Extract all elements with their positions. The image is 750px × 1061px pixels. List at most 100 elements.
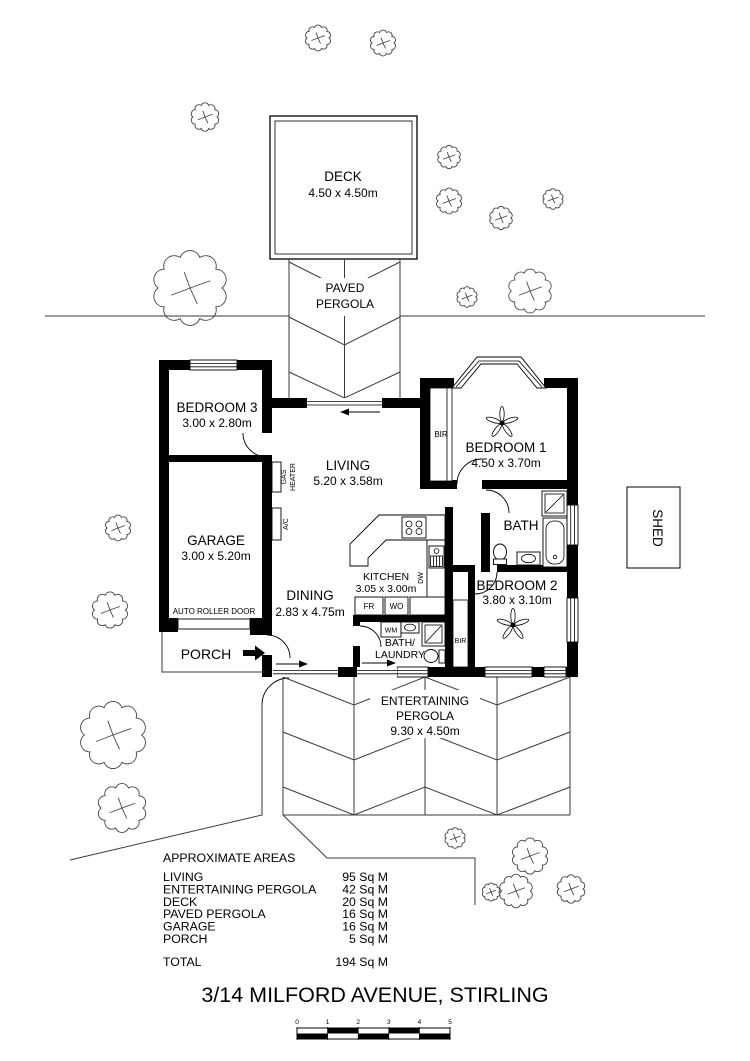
basin-icon xyxy=(516,551,541,566)
kitchen-label: KITCHEN xyxy=(363,571,409,583)
sink-icon xyxy=(428,545,445,569)
tree-icon xyxy=(508,268,552,314)
entry-arrow-icon xyxy=(243,645,265,661)
bedroom3-label: BEDROOM 3 xyxy=(176,400,257,415)
wall-oven-label: WO xyxy=(390,602,404,611)
gate-door-arc xyxy=(261,677,290,706)
ac-unit: A/C xyxy=(271,507,290,541)
bedroom2-label: BEDROOM 2 xyxy=(476,578,557,593)
kitchen-cabinet xyxy=(409,596,446,616)
window xyxy=(396,666,429,678)
bay-window xyxy=(451,356,547,389)
area-total-value: 194 Sq M xyxy=(335,955,388,969)
deck-label: DECK xyxy=(324,169,362,184)
gas-heater-label-1: GAS xyxy=(281,469,288,484)
area-row-value: 16 Sq M xyxy=(342,920,388,934)
areas-table: APPROXIMATE AREAS LIVING 95 Sq M ENTERTA… xyxy=(163,851,388,969)
entertaining-pergola-label-1: ENTERTAINING xyxy=(381,694,469,708)
site-boundary-lines xyxy=(45,315,705,905)
living-label: LIVING xyxy=(326,458,370,473)
tree-icon xyxy=(105,514,131,542)
sliding-door xyxy=(273,660,338,677)
bath-fixtures xyxy=(493,490,568,568)
scale-tick: 5 xyxy=(448,1019,452,1026)
scale-tick: 1 xyxy=(326,1019,330,1026)
ceiling-fan-icon xyxy=(485,406,519,437)
areas-table-title: APPROXIMATE AREAS xyxy=(163,851,295,865)
ac-label: A/C xyxy=(283,518,290,530)
tree-icon xyxy=(97,782,147,834)
bir-label: BIR xyxy=(455,638,467,645)
page-title: 3/14 MILFORD AVENUE, STIRLING xyxy=(201,983,548,1007)
tree-icon xyxy=(556,874,586,904)
tree-icon xyxy=(305,24,331,52)
paved-pergola: PAVED PERGOLA xyxy=(288,259,401,399)
area-row-label: ENTERTAINING PERGOLA xyxy=(163,882,317,896)
shed-label: SHED xyxy=(650,509,665,547)
tree-icon xyxy=(542,188,564,210)
tree-icon xyxy=(499,873,533,909)
bath-laundry-label-2: LAUNDRY xyxy=(375,649,425,661)
bathtub-icon xyxy=(542,517,568,568)
area-row-value: 95 Sq M xyxy=(342,870,388,884)
bath-label: BATH xyxy=(503,518,538,533)
house: BIR BIR AUTO ROLLER DOOR GAS HEATER A/C xyxy=(159,356,579,678)
tree-icon xyxy=(370,29,396,57)
garage-label: GARAGE xyxy=(187,533,245,548)
windows xyxy=(189,359,579,678)
area-total-label: TOTAL xyxy=(163,955,202,969)
bedroom1-door-arc xyxy=(456,458,483,485)
tree-icon xyxy=(91,591,129,629)
tree-icon xyxy=(152,249,228,327)
tree-icon xyxy=(444,827,466,849)
laundry-door-arc xyxy=(359,625,382,648)
scale-tick: 4 xyxy=(418,1019,422,1026)
window xyxy=(566,597,579,643)
gas-heater-label-2: HEATER xyxy=(290,463,297,491)
bedroom1-label: BEDROOM 1 xyxy=(465,440,546,455)
porch-label: PORCH xyxy=(181,646,232,662)
sliding-door xyxy=(307,398,382,416)
area-row-value: 16 Sq M xyxy=(342,907,388,921)
dishwasher-label: DW xyxy=(418,572,425,584)
cooktop-icon xyxy=(401,516,427,539)
tree-icon xyxy=(481,882,501,902)
arrow-icon xyxy=(387,659,396,667)
tree-icon xyxy=(79,700,147,770)
ceiling-fan-icon xyxy=(496,608,530,639)
scale-tick: 3 xyxy=(387,1019,391,1026)
entertaining-pergola-label-2: PERGOLA xyxy=(396,709,454,723)
scale-tick: 2 xyxy=(356,1019,360,1026)
tree-icon xyxy=(456,286,478,308)
bedroom2-dims: 3.80 x 3.10m xyxy=(482,593,551,607)
sliding-door xyxy=(357,659,397,677)
bir-label: BIR xyxy=(434,430,448,439)
bedroom2-door-arc xyxy=(474,571,498,595)
area-row-label: PORCH xyxy=(163,932,207,946)
tree-icon xyxy=(511,837,549,875)
garage-dims: 3.00 x 5.20m xyxy=(181,549,250,563)
wall-oven-box: WO xyxy=(384,596,409,616)
shower-icon xyxy=(421,621,446,647)
kitchen-fixtures: DW FR WO xyxy=(349,514,446,616)
area-row-label: LIVING xyxy=(163,870,203,884)
tree-icon xyxy=(190,102,220,132)
arrow-icon xyxy=(340,408,349,416)
bath-door-arc xyxy=(485,489,510,514)
auto-roller-door: AUTO ROLLER DOOR xyxy=(173,607,256,630)
dining-label: DINING xyxy=(286,588,333,603)
auto-roller-door-label: AUTO ROLLER DOOR xyxy=(173,607,256,616)
entertaining-pergola-dims: 9.30 x 4.50m xyxy=(390,724,459,738)
bedroom3-door-arc xyxy=(242,432,268,458)
window xyxy=(189,359,238,371)
bath-laundry-label-1: BATH/ xyxy=(385,637,415,649)
scale-bar: 0 1 2 3 4 5 xyxy=(295,1019,452,1040)
window xyxy=(484,666,533,678)
toilet-icon xyxy=(493,543,507,565)
deck-dims: 4.50 x 4.50m xyxy=(308,186,377,200)
window xyxy=(566,504,579,546)
area-row-value: 42 Sq M xyxy=(342,882,388,896)
bedroom1-dims: 4.50 x 3.70m xyxy=(471,456,540,470)
